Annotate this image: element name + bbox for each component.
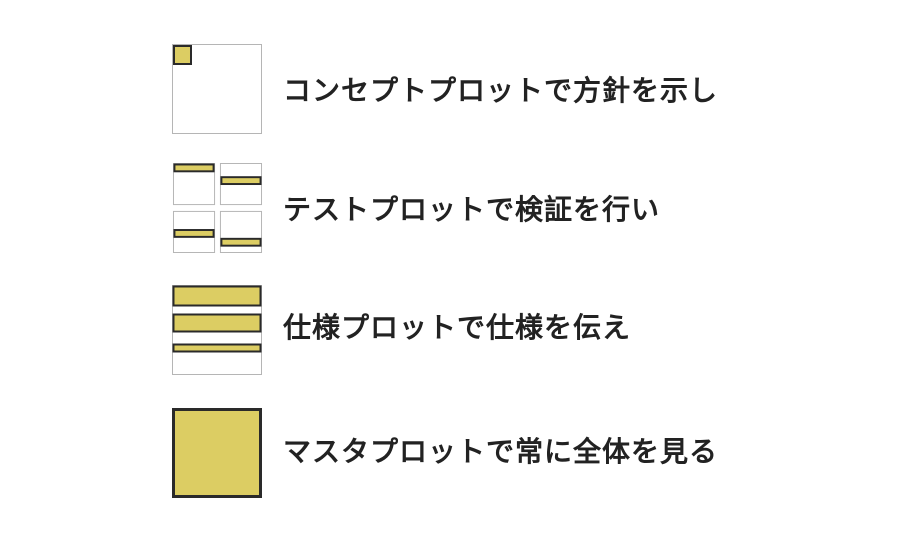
- test-plot-icon: [172, 163, 263, 253]
- master-plot-row: マスタプロットで常に全体を見る: [0, 408, 900, 498]
- test-plot-row: テストプロットで検証を行い: [0, 163, 900, 255]
- spec-plot-row: 仕様プロットで仕様を伝え: [0, 285, 900, 375]
- concept-plot-icon: [172, 44, 262, 134]
- concept-plot-label: コンセプトプロットで方針を示し: [283, 74, 719, 107]
- test-plot-label: テストプロットで検証を行い: [283, 193, 661, 226]
- master-plot-label: マスタプロットで常に全体を見る: [283, 435, 719, 468]
- spec-plot-icon: [172, 285, 262, 375]
- spec-plot-label: 仕様プロットで仕様を伝え: [283, 311, 632, 344]
- master-plot-icon: [172, 408, 262, 498]
- concept-plot-row: コンセプトプロットで方針を示し: [0, 44, 900, 134]
